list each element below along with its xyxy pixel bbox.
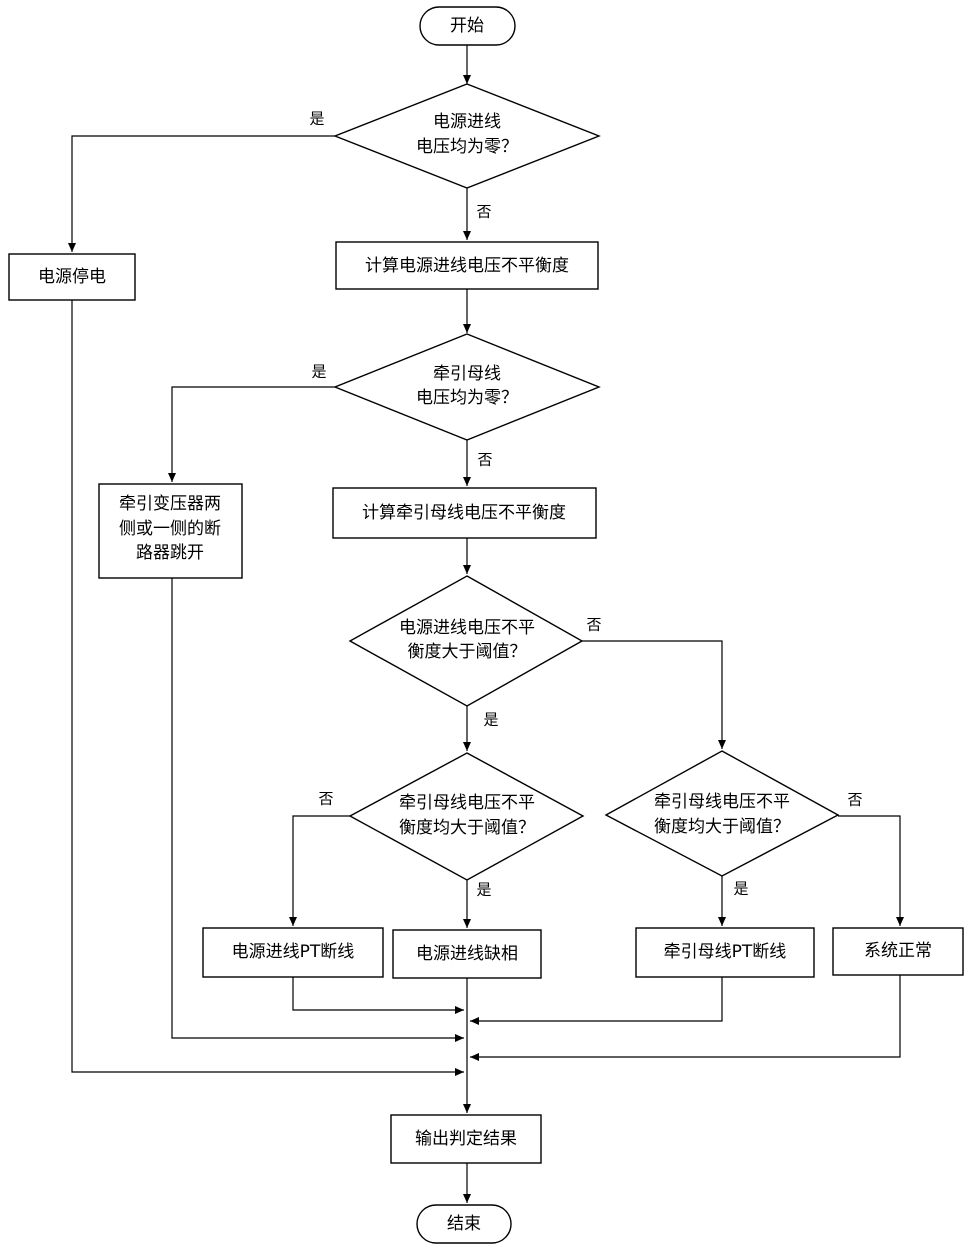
process-label: 牵引母线PT断线 <box>664 942 787 962</box>
edge-label-yes: 是 <box>309 110 324 128</box>
decision-traction-voltage-zero: 牵引母线 电压均为零？ <box>335 334 599 440</box>
decision-supply-voltage-zero: 电源进线 电压均为零？ <box>335 84 599 188</box>
start-node: 开始 <box>420 7 515 45</box>
decision-line-1: 牵引母线 <box>433 364 501 384</box>
process-output-result: 输出判定结果 <box>391 1115 541 1163</box>
decision-line-1: 电源进线 <box>433 112 501 132</box>
process-supply-outage: 电源停电 <box>9 254 135 300</box>
decision-traction-unbalance-left: 牵引母线电压不平 衡度均大于阈值？ <box>350 753 583 880</box>
process-system-normal: 系统正常 <box>833 928 963 975</box>
decision-line-1: 牵引母线电压不平 <box>399 793 535 813</box>
process-label: 电源进线缺相 <box>416 944 518 964</box>
process-label: 系统正常 <box>864 941 932 961</box>
decision-line-2: 衡度均大于阈值？ <box>654 817 790 837</box>
process-label: 计算牵引母线电压不平衡度 <box>362 503 566 523</box>
process-calc-traction-unbalance: 计算牵引母线电压不平衡度 <box>333 488 596 538</box>
edge-label-no: 否 <box>477 451 492 469</box>
process-line-2: 侧或一侧的断 <box>119 519 221 539</box>
process-line-1: 牵引变压器两 <box>119 494 221 514</box>
decision-line-1: 牵引母线电压不平 <box>654 792 790 812</box>
process-supply-pt-break: 电源进线PT断线 <box>203 928 383 977</box>
process-label: 计算电源进线电压不平衡度 <box>365 256 569 276</box>
process-label: 输出判定结果 <box>415 1129 517 1149</box>
process-label: 电源进线PT断线 <box>232 942 355 962</box>
decision-supply-unbalance-threshold: 电源进线电压不平 衡度大于阈值？ <box>350 576 582 706</box>
decision-line-1: 电源进线电压不平 <box>399 618 535 638</box>
decision-line-2: 电压均为零？ <box>416 137 518 157</box>
process-supply-phase-loss: 电源进线缺相 <box>393 930 541 978</box>
process-traction-pt-break: 牵引母线PT断线 <box>636 928 814 977</box>
process-calc-supply-unbalance: 计算电源进线电压不平衡度 <box>336 242 598 289</box>
edge-label-no: 否 <box>476 203 491 221</box>
end-label: 结束 <box>447 1214 481 1234</box>
edge-label-yes: 是 <box>476 881 491 899</box>
process-breaker-trip: 牵引变压器两 侧或一侧的断 路器跳开 <box>99 484 242 578</box>
decision-line-2: 电压均为零？ <box>416 388 518 408</box>
end-node: 结束 <box>417 1205 511 1243</box>
start-label: 开始 <box>450 16 484 36</box>
decision-traction-unbalance-right: 牵引母线电压不平 衡度均大于阈值？ <box>606 751 838 876</box>
edge-label-no: 否 <box>586 616 601 634</box>
process-label: 电源停电 <box>38 267 106 287</box>
decision-line-2: 衡度大于阈值？ <box>408 642 527 662</box>
edge-label-no: 否 <box>847 791 862 809</box>
process-line-3: 路器跳开 <box>136 543 204 563</box>
edge-label-no: 否 <box>318 790 333 808</box>
edge-label-yes: 是 <box>483 711 498 729</box>
decision-line-2: 衡度均大于阈值？ <box>399 818 535 838</box>
edge-label-yes: 是 <box>733 880 748 898</box>
edge-label-yes: 是 <box>311 363 326 381</box>
